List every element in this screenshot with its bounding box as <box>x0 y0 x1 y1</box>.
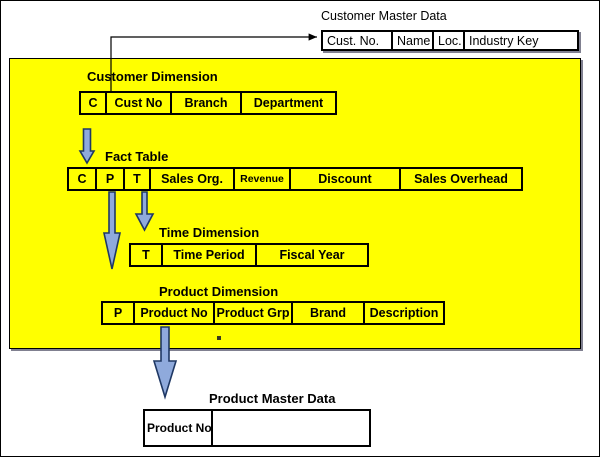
cmd-col-industry-key: Industry Key <box>469 33 539 48</box>
product-dimension-table: P Product No Product Grp Brand Descripti… <box>101 301 445 325</box>
cd-col-cust-no: Cust No <box>107 93 172 113</box>
customer-master-data-title: Customer Master Data <box>321 9 447 23</box>
cd-col-branch: Branch <box>172 93 242 113</box>
cd-col-c: C <box>81 93 107 113</box>
customer-dimension-title: Customer Dimension <box>87 69 218 84</box>
pd-col-brand: Brand <box>293 303 365 323</box>
product-master-data-table: Product No <box>143 409 371 447</box>
fact-table-title: Fact Table <box>105 149 169 164</box>
ft-col-revenue: Revenue <box>235 169 291 189</box>
fact-table: C P T Sales Org. Revenue Discount Sales … <box>67 167 523 191</box>
product-dimension-title: Product Dimension <box>159 284 279 299</box>
pd-col-product-no: Product No <box>135 303 215 323</box>
pmd-col-empty <box>213 411 369 445</box>
cmd-col-loc: Loc. <box>434 32 465 49</box>
cmd-col-cust-no: Cust. No. <box>323 32 393 49</box>
product-master-data-title: Product Master Data <box>209 391 336 406</box>
cmd-col-name: Name <box>393 32 434 49</box>
ft-col-discount: Discount <box>291 169 401 189</box>
ft-col-t: T <box>125 169 151 189</box>
td-col-t: T <box>131 245 163 265</box>
stray-dot-marker <box>217 336 221 340</box>
ft-col-p: P <box>97 169 125 189</box>
pd-col-p: P <box>103 303 135 323</box>
ft-col-sales-overhead: Sales Overhead <box>414 172 508 186</box>
td-col-fiscal-year: Fiscal Year <box>279 248 345 262</box>
customer-dimension-table: C Cust No Branch Department <box>79 91 337 115</box>
td-col-time-period: Time Period <box>163 245 257 265</box>
time-dimension-table: T Time Period Fiscal Year <box>129 243 369 267</box>
pmd-col-product-no: Product No <box>145 411 213 445</box>
pd-col-description: Description <box>369 306 439 320</box>
ft-col-c: C <box>69 169 97 189</box>
pd-col-product-grp: Product Grp <box>215 303 293 323</box>
cd-col-department: Department <box>253 96 324 110</box>
customer-master-data-table: Cust. No. Name Loc. Industry Key <box>321 30 579 51</box>
ft-col-sales-org: Sales Org. <box>151 169 235 189</box>
time-dimension-title: Time Dimension <box>159 225 260 240</box>
